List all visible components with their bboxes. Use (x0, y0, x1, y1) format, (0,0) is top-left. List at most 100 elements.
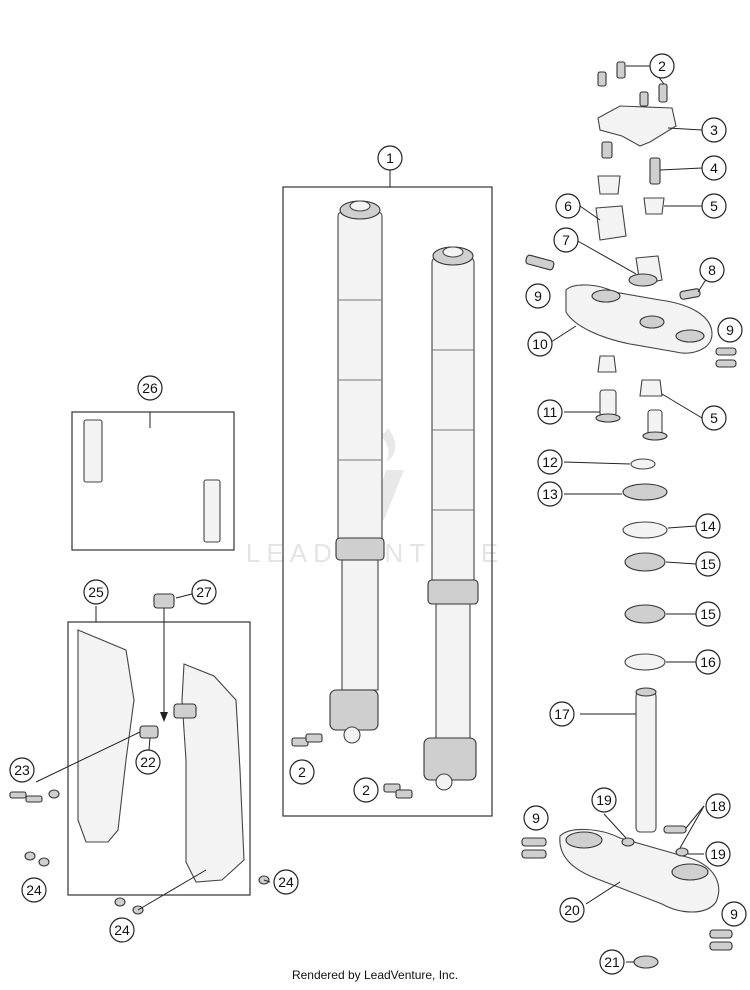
svg-text:7: 7 (562, 232, 570, 248)
svg-text:18: 18 (710, 798, 726, 814)
svg-text:15: 15 (700, 606, 716, 622)
bushing-upper-left (597, 175, 621, 195)
callout-8: 8 (699, 257, 725, 283)
callout-24-bottom: 24 (109, 917, 135, 943)
svg-text:13: 13 (542, 486, 558, 502)
svg-text:16: 16 (700, 654, 716, 670)
svg-text:9: 9 (532, 810, 540, 826)
lower-triple-clamp (559, 828, 720, 913)
callout-22: 22 (135, 749, 161, 775)
clip-19-b (675, 847, 689, 857)
callout-1: 1 (377, 145, 403, 171)
svg-text:23: 23 (14, 762, 30, 778)
callout-9-top: 9 (525, 283, 551, 309)
clip-22 (139, 725, 159, 739)
callout-5-top: 5 (701, 193, 727, 219)
brake-line-holder (173, 703, 197, 719)
svg-text:10: 10 (532, 336, 548, 352)
fork-assembly-box (282, 186, 493, 817)
seal-13 (622, 483, 668, 501)
callout-20: 20 (559, 897, 585, 923)
callout-7: 7 (553, 227, 579, 253)
bushing-mid (597, 355, 617, 373)
callout-16: 16 (695, 649, 721, 675)
svg-text:8: 8 (708, 262, 716, 278)
callout-5-lower: 5 (701, 405, 727, 431)
svg-text:24: 24 (278, 874, 294, 890)
svg-text:22: 22 (140, 754, 156, 770)
callout-17: 17 (549, 701, 575, 727)
bolt-9-lower-c (709, 929, 733, 939)
callout-3: 3 (701, 117, 727, 143)
callout-25: 25 (83, 579, 109, 605)
svg-text:2: 2 (362, 782, 370, 798)
callout-27: 27 (191, 579, 217, 605)
bushing-11 (599, 389, 617, 417)
svg-text:20: 20 (564, 902, 580, 918)
clamp-bolt-b (649, 157, 661, 185)
callout-2-fork-right: 2 (353, 777, 379, 803)
callout-9-lower-left: 9 (523, 805, 549, 831)
bolt-9-side-b (715, 359, 737, 368)
bolt-9-lower-b (521, 849, 547, 859)
fork-guard-box (67, 621, 251, 896)
seal-ring-16 (624, 653, 666, 671)
fork-leg-right (423, 246, 479, 791)
svg-text:25: 25 (88, 584, 104, 600)
callout-15-bottom: 15 (695, 601, 721, 627)
svg-text:5: 5 (710, 198, 718, 214)
steering-stem (635, 691, 657, 833)
svg-text:5: 5 (710, 410, 718, 426)
footer-credit: Rendered by LeadVenture, Inc. (291, 968, 459, 982)
callout-18: 18 (705, 793, 731, 819)
bearing-15-top (624, 552, 666, 572)
svg-text:11: 11 (543, 404, 558, 420)
bolt-9-top (525, 254, 555, 271)
svg-text:21: 21 (604, 954, 620, 970)
cap-21 (633, 955, 659, 969)
fork-screws (291, 733, 413, 799)
callout-12: 12 (537, 449, 563, 475)
handlebar-holder-left (595, 205, 627, 241)
callout-13: 13 (537, 481, 563, 507)
bushing-5-lower (639, 379, 663, 397)
svg-text:26: 26 (142, 380, 158, 396)
decal-left (83, 419, 103, 483)
svg-text:14: 14 (700, 518, 716, 534)
svg-text:15: 15 (700, 556, 716, 572)
svg-text:9: 9 (730, 906, 738, 922)
callout-23: 23 (9, 757, 35, 783)
callout-9-lower-right: 9 (721, 901, 747, 927)
bolt-18 (663, 825, 687, 834)
bolt-9-side-a (715, 347, 737, 356)
fork-guard-left (77, 629, 135, 843)
callout-24-left: 24 (21, 877, 47, 903)
clip-27 (153, 593, 175, 609)
clip-19-a (621, 837, 635, 847)
callout-2-fork-left: 2 (289, 759, 315, 785)
bolt-8 (679, 288, 701, 300)
o-ring-12 (630, 458, 656, 470)
svg-text:19: 19 (710, 846, 726, 862)
leader-lines (35, 65, 713, 963)
callout-4: 4 (701, 155, 727, 181)
svg-text:27: 27 (196, 584, 212, 600)
bearing-15-bottom (624, 604, 666, 624)
callout-9-right: 9 (717, 317, 743, 343)
callout-19-right: 19 (705, 841, 731, 867)
svg-text:4: 4 (710, 160, 718, 176)
bolt-9-lower-a (521, 837, 547, 847)
callout-19-left: 19 (591, 787, 617, 813)
svg-text:2: 2 (298, 764, 306, 780)
bolt-9-lower-d (709, 941, 733, 951)
svg-text:24: 24 (26, 882, 42, 898)
fork-leg-left (329, 200, 385, 744)
fork-guard-right (181, 663, 245, 883)
ring-14 (622, 521, 668, 539)
callout-15-top: 15 (695, 551, 721, 577)
svg-text:19: 19 (596, 792, 612, 808)
guard-screws (9, 789, 270, 915)
callout-10: 10 (527, 331, 553, 357)
decal-right (203, 479, 221, 543)
svg-text:1: 1 (386, 150, 394, 166)
